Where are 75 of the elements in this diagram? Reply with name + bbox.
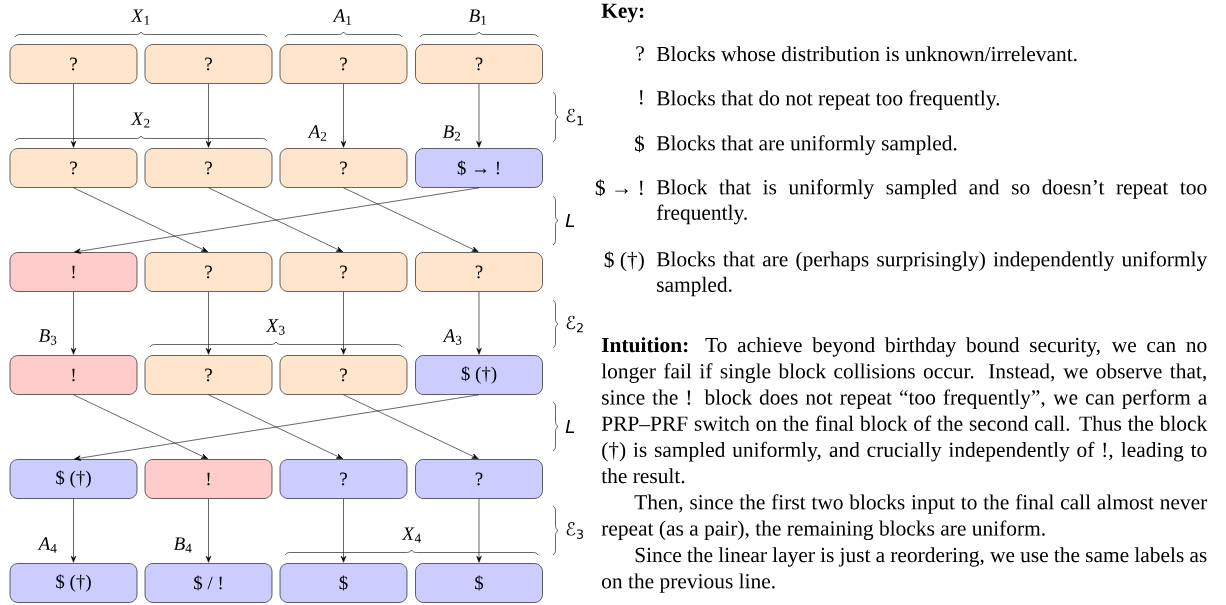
block-box: ?	[415, 44, 543, 84]
block-box: ?	[144, 355, 273, 395]
key-symbol: $	[635, 135, 645, 153]
key-symbol: $ (†)	[604, 251, 644, 272]
key-symbol: !	[639, 90, 643, 105]
variable-label: B$_{4}$	[173, 537, 192, 553]
block-box: !	[9, 355, 138, 395]
arrow	[476, 498, 482, 563]
block-box: $ / !	[144, 563, 273, 603]
block-box: $ (†)	[415, 355, 543, 395]
key-symbol: $ → !	[595, 179, 643, 197]
paragraph: Since the linear layer is just a reordering, we use the same labels as on the previous line.	[602, 547, 1207, 593]
block-box: $ (†)	[9, 563, 138, 603]
variable-label: B$_{1}$	[468, 9, 487, 25]
layer-label: ℰ$_{3}$	[566, 522, 584, 539]
arrow	[70, 83, 77, 148]
layer-label: L	[565, 213, 575, 228]
arrow	[340, 498, 347, 563]
variable-label: B$_{3}$	[38, 329, 57, 345]
arrow	[208, 394, 344, 460]
variable-label: X$_{4}$	[401, 527, 421, 543]
block-box: $ (†)	[9, 459, 138, 499]
arrow	[340, 83, 347, 148]
block-box: ?	[279, 459, 408, 499]
arrow	[343, 187, 479, 253]
block-box: ?	[144, 148, 273, 188]
layer-label: ℰ$_{2}$	[566, 315, 583, 333]
arrow	[73, 394, 209, 460]
paragraph: Then, since the first two blocks input to the final call almost never repeat (as a pair), the remaining blocks are uniform.	[601, 494, 1208, 541]
arrow	[73, 187, 209, 253]
arrow	[74, 394, 480, 461]
key-description: Blocks that do not repeat too frequently.	[656, 90, 1000, 110]
block-box: !	[9, 252, 138, 292]
block-box: ?	[9, 44, 138, 84]
arrow	[205, 83, 212, 148]
arrow	[74, 187, 480, 254]
variable-label: A$_{3}$	[442, 329, 462, 345]
block-box: $	[279, 563, 408, 603]
block-box: ?	[144, 252, 273, 292]
block-box: ?	[279, 355, 408, 395]
layer-label: L	[565, 419, 575, 434]
paragraph: Intuition: To achieve beyond birthday bound security, we can no longer fail if single block collisions occur. Instead, we observe that, since the ! block does not repeat “too frequently”, we can perform a PRP–PRF switch on the final block of the second call. Thus the block (†) is sampled uniformly, and crucially independently of !, leading to the result.	[601, 337, 1208, 484]
arrow	[205, 291, 212, 355]
arrow	[476, 83, 482, 148]
arrow	[343, 394, 479, 460]
arrow	[340, 291, 347, 355]
block-box: ?	[415, 252, 543, 292]
block-box: ?	[144, 44, 273, 84]
variable-label: A$_{2}$	[307, 125, 327, 141]
arrow	[208, 187, 344, 253]
variable-label: X$_{2}$	[130, 112, 150, 128]
arrow	[70, 291, 77, 355]
arrow	[70, 498, 77, 563]
block-box: ?	[415, 459, 543, 499]
variable-label: A$_{1}$	[332, 9, 352, 25]
layer-label: ℰ$_{1}$	[566, 108, 583, 126]
variable-label: X$_{1}$	[130, 9, 150, 25]
variable-label: X$_{3}$	[265, 319, 285, 335]
heading: Key:	[601, 3, 644, 23]
block-box: ?	[279, 148, 408, 188]
block-box: ?	[279, 44, 408, 84]
block-box: $	[415, 563, 543, 603]
variable-label: B$_{2}$	[442, 125, 461, 141]
block-box: !	[144, 459, 273, 499]
arrow	[476, 291, 482, 355]
key-description: Block that is uniformly sampled and so doesn’t repeat too frequently.	[656, 179, 1207, 225]
variable-label: A$_{4}$	[37, 537, 57, 553]
key-description: Blocks that are (perhaps surprisingly) independently uniformly sampled.	[656, 251, 1208, 297]
block-box: ?	[279, 252, 408, 292]
block-box: ?	[9, 148, 138, 188]
key-description: Blocks whose distribution is unknown/irrelevant.	[656, 46, 1077, 62]
arrow	[205, 498, 212, 563]
key-symbol: ?	[636, 46, 644, 61]
key-description: Blocks that are uniformly sampled.	[656, 135, 957, 155]
block-box: $ → !	[415, 148, 543, 188]
